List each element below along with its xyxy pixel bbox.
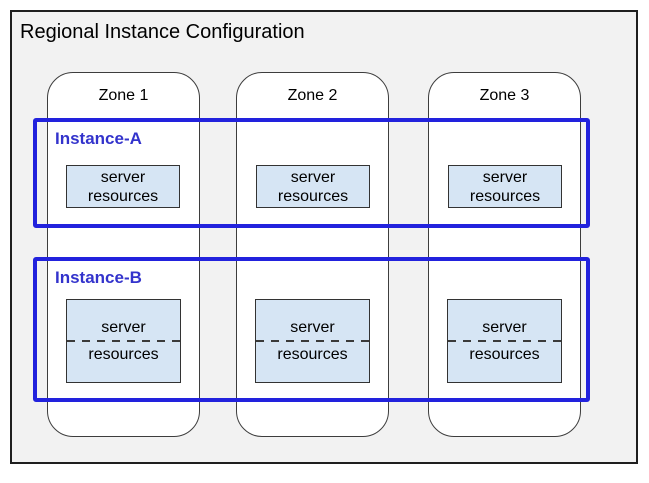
server-box-line: resources [469,187,541,205]
dashed-divider [448,340,561,342]
server-box-line: resources [469,346,540,363]
zone-3-label: Zone 3 [479,87,530,104]
server-box-line: server [290,319,335,336]
server-box-line: resources [88,346,159,363]
server-resources-box-a-zone2: server resources [256,165,370,208]
diagram-title: Regional Instance Configuration [20,21,305,43]
server-box-line: resources [277,346,348,363]
server-box-line: server [290,168,336,186]
server-box-line: resources [277,187,349,205]
server-box-line: resources [87,187,159,205]
server-resources-box-b-zone3: server resources [447,299,562,383]
instance-b-label: Instance-B [55,268,142,287]
instance-a-boundary: Instance-A [33,118,590,228]
server-box-line: server [482,319,527,336]
dashed-divider [256,340,369,342]
server-resources-box-a-zone3: server resources [448,165,562,208]
server-box-line: server [100,168,146,186]
instance-b-boundary: Instance-B [33,257,590,402]
server-resources-box-b-zone1: server resources [66,299,181,383]
server-resources-box-a-zone1: server resources [66,165,180,208]
server-box-line: server [482,168,528,186]
dashed-divider [67,340,180,342]
region-frame: Regional Instance Configuration Zone 1 Z… [10,10,638,464]
server-resources-box-b-zone2: server resources [255,299,370,383]
zone-2-label: Zone 2 [287,87,338,104]
instance-a-label: Instance-A [55,129,142,148]
zone-1-label: Zone 1 [98,87,149,104]
server-box-line: server [101,319,146,336]
